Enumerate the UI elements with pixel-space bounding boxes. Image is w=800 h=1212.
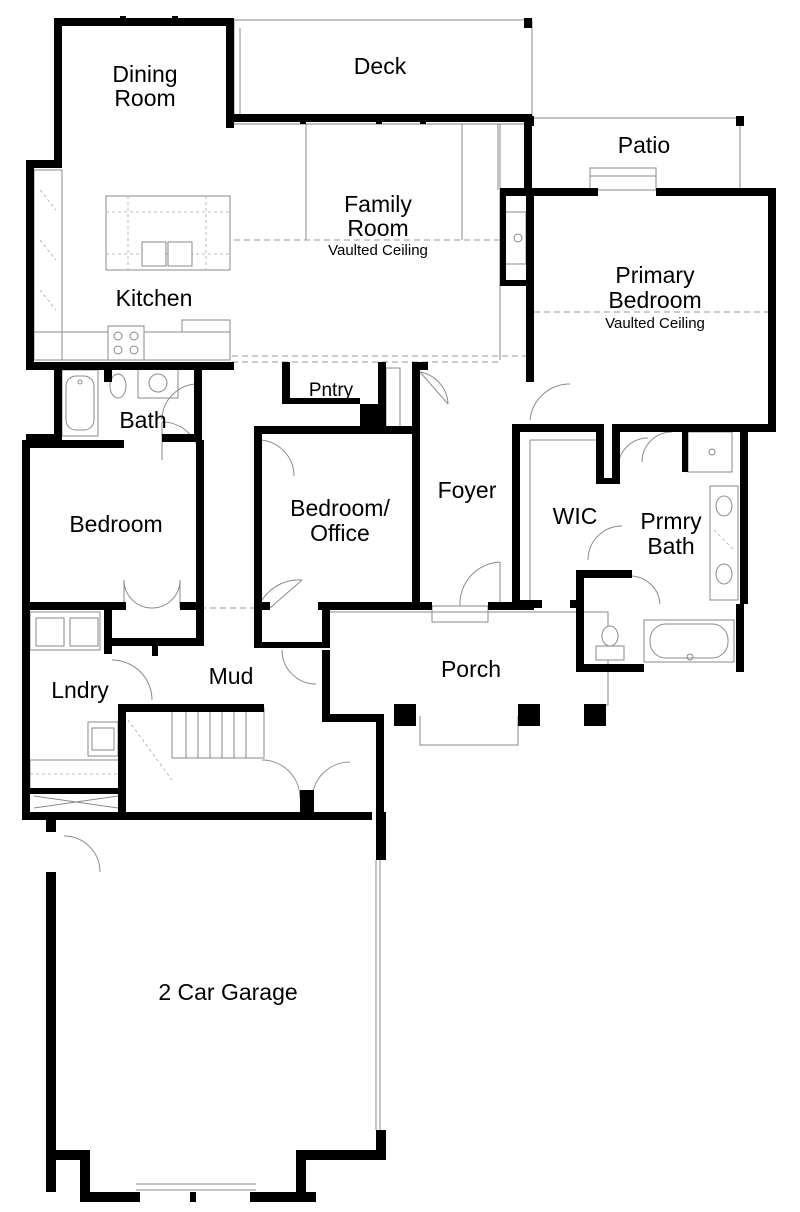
door-swings <box>63 371 673 873</box>
walls <box>22 16 776 1202</box>
label-deck: Deck <box>354 53 407 79</box>
label-primary-bath-line2: Bath <box>647 533 694 559</box>
label-bedroom: Bedroom <box>69 511 162 537</box>
label-foyer: Foyer <box>438 477 497 503</box>
label-family-line2: Room <box>347 215 408 241</box>
label-primary-bath-line1: Prmry <box>640 508 702 534</box>
room-labels: Dining Room Deck Patio Family Room Vault… <box>51 53 705 1005</box>
label-patio: Patio <box>618 132 670 158</box>
label-wic: WIC <box>553 503 598 529</box>
label-primary-line2: Bedroom <box>608 287 701 313</box>
label-laundry: Lndry <box>51 677 109 703</box>
label-primary-note: Vaulted Ceiling <box>605 315 705 332</box>
label-bath: Bath <box>119 407 166 433</box>
label-dining-line2: Room <box>114 85 175 111</box>
label-primary-line1: Primary <box>615 262 695 288</box>
thin-lines <box>29 19 770 1191</box>
label-pantry: Pntry <box>309 380 354 401</box>
label-office-line2: Office <box>310 520 370 546</box>
label-office-line1: Bedroom/ <box>290 495 390 521</box>
label-kitchen: Kitchen <box>116 285 193 311</box>
label-porch: Porch <box>441 656 501 682</box>
label-family-note: Vaulted Ceiling <box>328 242 428 259</box>
label-family-line1: Family <box>344 191 412 217</box>
kitchen-fixtures <box>33 169 231 361</box>
label-dining-line1: Dining <box>112 61 177 87</box>
label-mud: Mud <box>209 663 254 689</box>
bath-fixtures <box>61 211 739 663</box>
label-garage: 2 Car Garage <box>158 979 297 1005</box>
